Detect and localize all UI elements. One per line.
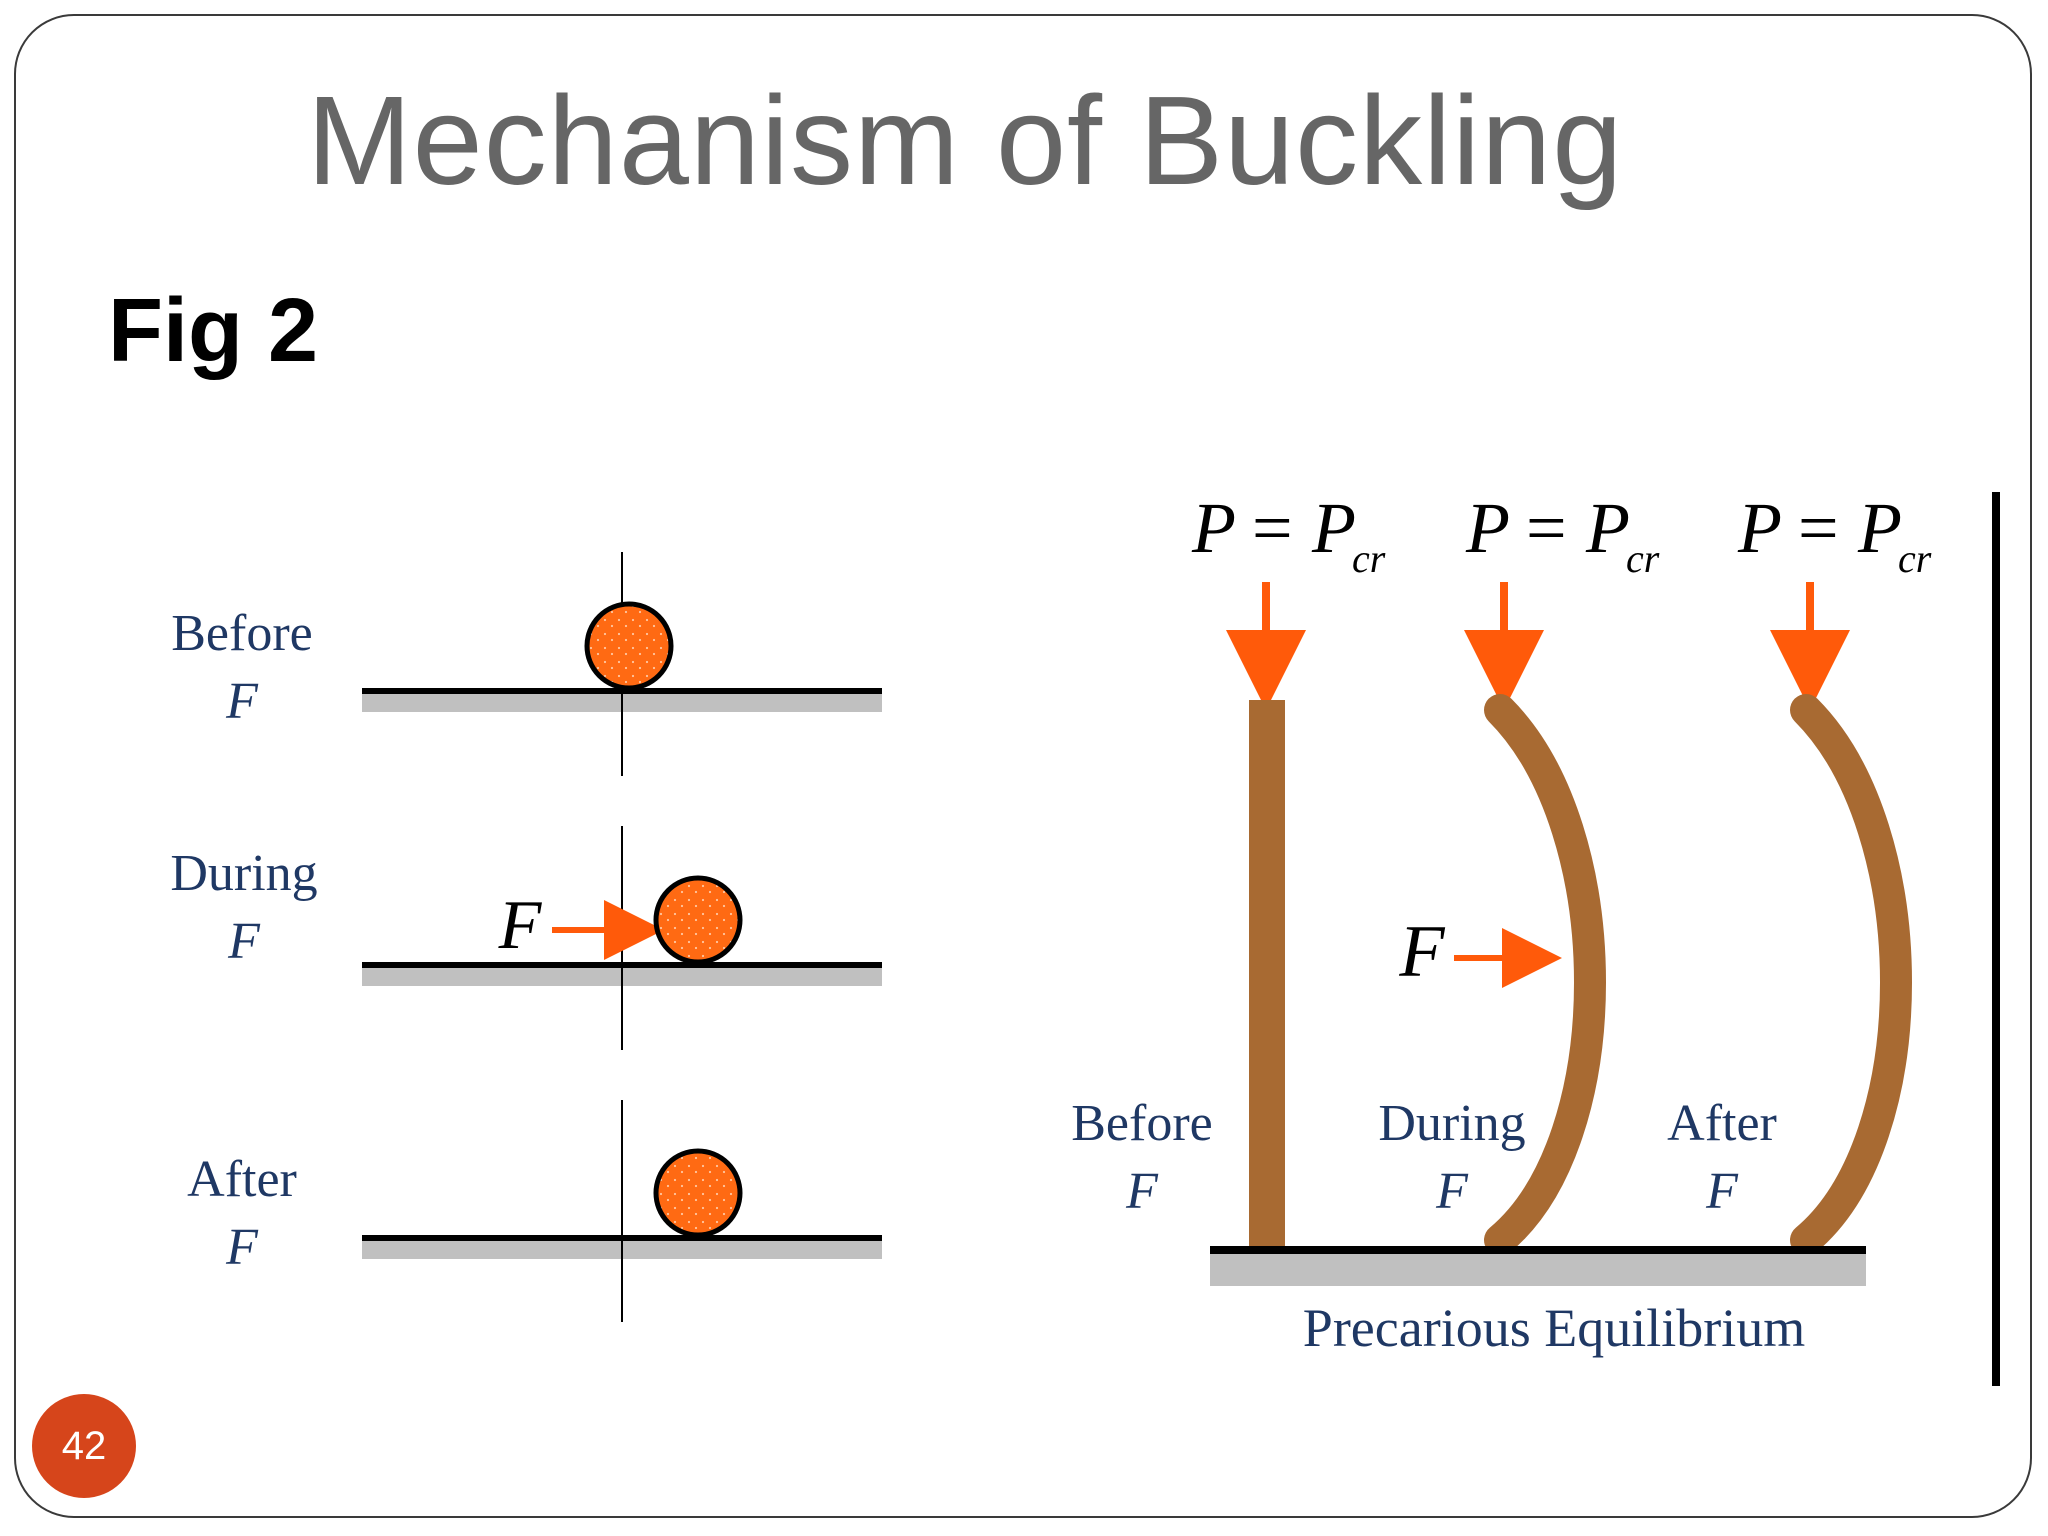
svg-text:P: P: [1191, 488, 1236, 568]
precarious-equilibrium-caption: Precarious Equilibrium: [1303, 1298, 1805, 1358]
load-pcr: P: [1311, 488, 1356, 568]
slide-title: Mechanism of Buckling: [306, 70, 1624, 211]
load-equals: =: [1252, 488, 1293, 568]
load-pcr: P: [1857, 488, 1902, 568]
column-panel: P = P cr P = P cr P = P cr F Before: [1071, 488, 2000, 1386]
column-force-label-after: F: [1705, 1163, 1739, 1220]
ball-row-state-label: Before: [171, 605, 312, 662]
figure-label: Fig 2: [108, 281, 319, 381]
ball-row-force-label: F: [225, 673, 259, 730]
column-state-label-after: After: [1667, 1095, 1777, 1152]
load-p: P: [1737, 488, 1782, 568]
ball-panel: Before F During F F After F: [170, 552, 882, 1322]
load-label-3: P = P cr: [1737, 488, 1932, 581]
load-equals: =: [1798, 488, 1839, 568]
buckled-column-during: [1484, 694, 1606, 1256]
buckled-column-after: [1790, 694, 1912, 1256]
lateral-force-label: F: [1398, 911, 1445, 993]
ball: [653, 1148, 743, 1238]
column-force-label-before: F: [1125, 1163, 1159, 1220]
column-state-label-during: During: [1378, 1095, 1525, 1152]
page-number-badge: 42: [32, 1394, 136, 1498]
applied-force-label: F: [498, 887, 543, 964]
load-subscript: cr: [1626, 536, 1660, 581]
ball: [653, 875, 743, 965]
ball-row-before: Before F: [171, 552, 882, 776]
load-subscript: cr: [1352, 536, 1386, 581]
ball-row-force-label: F: [225, 1219, 259, 1276]
load-equals: =: [1526, 488, 1567, 568]
load-pcr: P: [1585, 488, 1630, 568]
ball-row-force-label: F: [227, 913, 261, 970]
load-p: P: [1465, 488, 1510, 568]
load-label-2: P = P cr: [1465, 488, 1660, 581]
load-label-1: P = P cr: [1191, 488, 1386, 581]
load-subscript: cr: [1898, 536, 1932, 581]
ball-row-after: After F: [187, 1100, 882, 1322]
ball: [584, 601, 674, 691]
column-state-label-before: Before: [1071, 1095, 1212, 1152]
column-force-label-during: F: [1435, 1163, 1469, 1220]
ball-row-during: During F F: [170, 826, 882, 1050]
ball-row-state-label: After: [187, 1151, 297, 1208]
column-base-shadow: [1210, 1252, 1866, 1286]
ball-row-state-label: During: [170, 845, 317, 902]
load-p: P: [1191, 488, 1236, 568]
straight-column: [1249, 700, 1285, 1248]
